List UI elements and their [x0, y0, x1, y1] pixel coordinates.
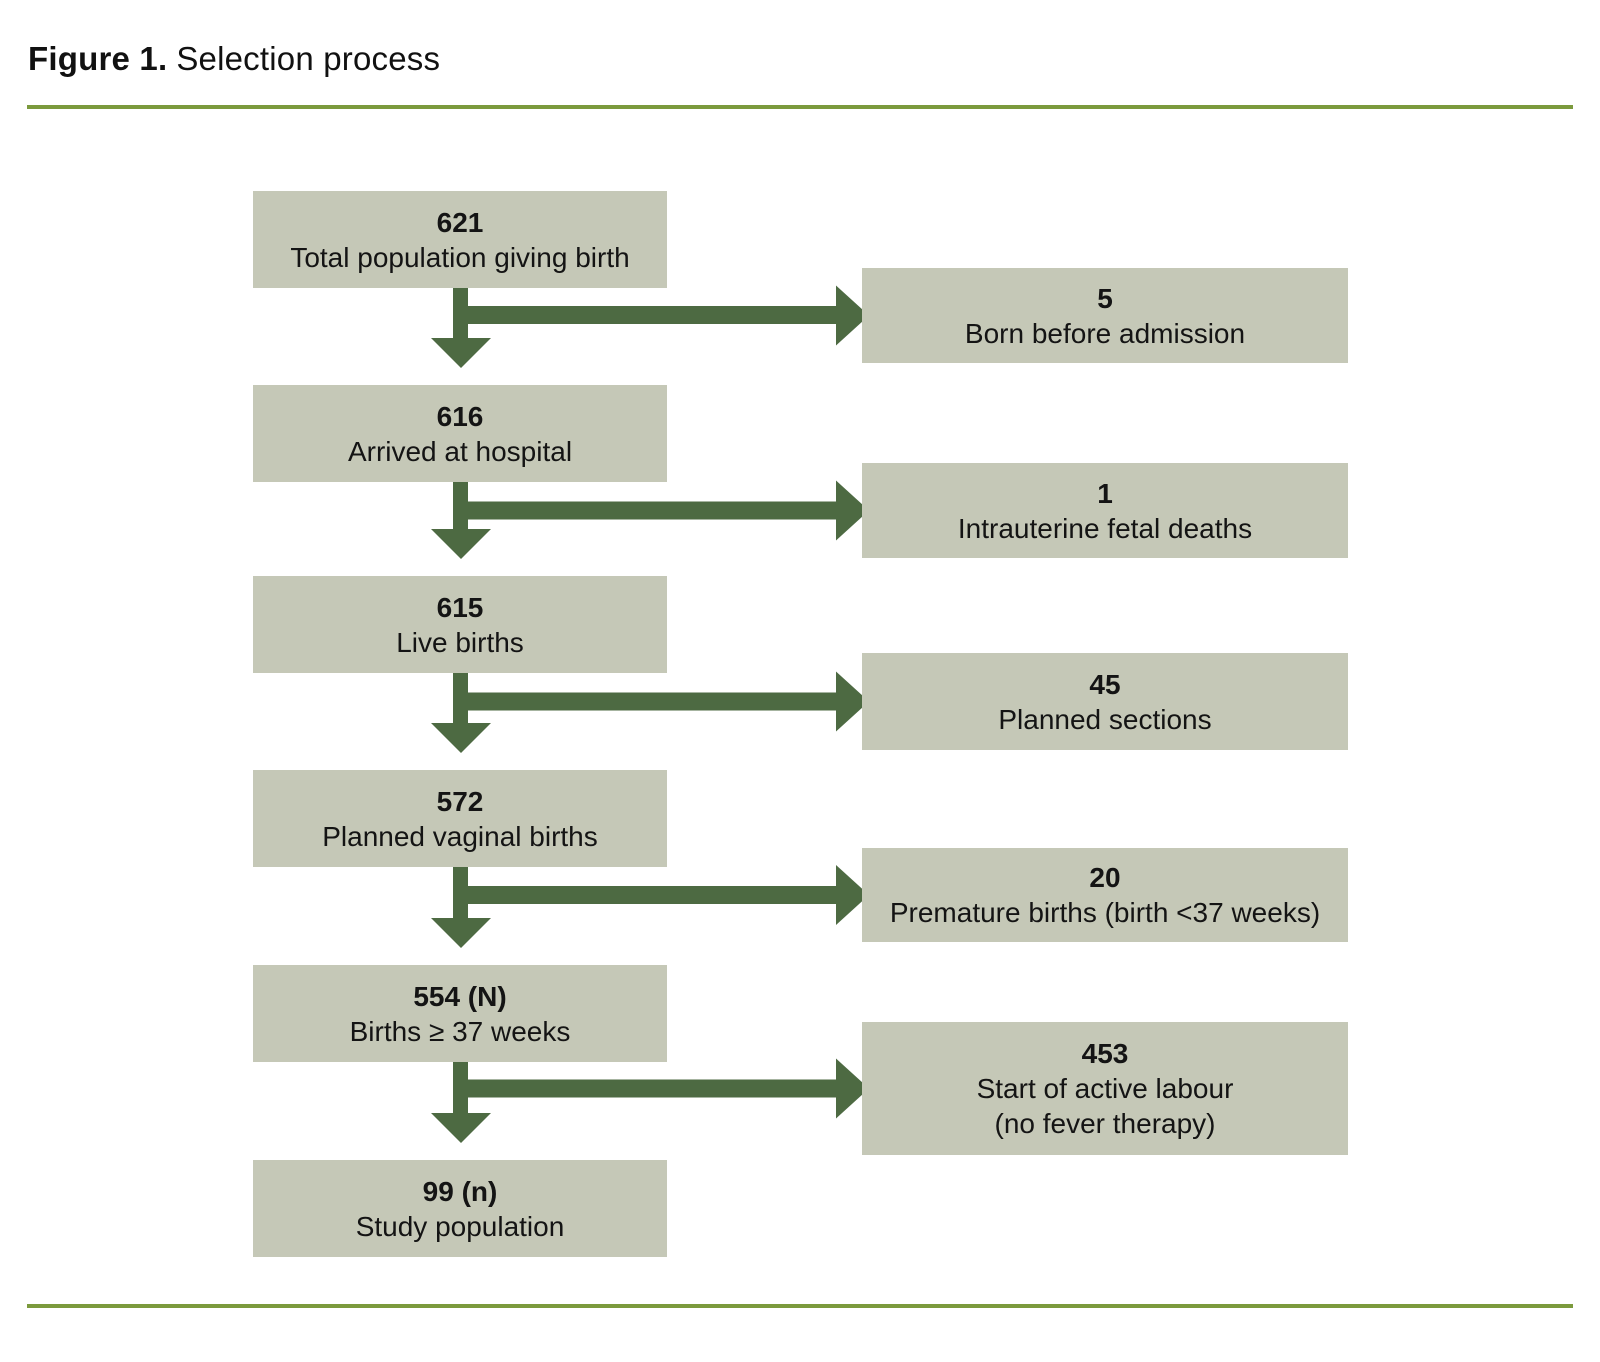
- connector-3: [431, 671, 869, 753]
- exclusion-box: 20 Premature births (birth <37 weeks): [862, 848, 1348, 942]
- flow-step-box: 616 Arrived at hospital: [253, 385, 667, 482]
- step-label: Births ≥ 37 weeks: [349, 1015, 571, 1047]
- step-value: 99 (n): [422, 1175, 498, 1207]
- exclusion-value: 45: [1089, 668, 1121, 700]
- connector-4: [431, 865, 869, 948]
- exclusion-label: Intrauterine fetal deaths: [957, 512, 1253, 544]
- exclusion-label: Born before admission: [964, 317, 1246, 349]
- connector-1: [431, 285, 869, 368]
- exclusion-label: Start of active labour: [976, 1073, 1234, 1104]
- exclusion-value: 453: [1081, 1038, 1129, 1069]
- step-value: 621: [436, 206, 484, 238]
- step-label: Planned vaginal births: [322, 820, 598, 852]
- step-label: Live births: [396, 626, 524, 658]
- flow-step-box: 99 (n) Study population: [253, 1160, 667, 1257]
- step-label: Study population: [355, 1210, 565, 1242]
- connector-5: [431, 1058, 869, 1143]
- exclusion-value: 20: [1089, 862, 1121, 893]
- flow-step-box: 554 (N) Births ≥ 37 weeks: [253, 965, 667, 1062]
- flow-step-box: 621 Total population giving birth: [253, 191, 667, 288]
- bottom-divider: [27, 1304, 1573, 1308]
- connector-2: [431, 480, 869, 559]
- exclusion-box: 45 Planned sections: [862, 653, 1348, 750]
- exclusion-box: 5 Born before admission: [862, 268, 1348, 363]
- exclusion-box: 453 Start of active labour (no fever the…: [862, 1022, 1348, 1155]
- figure-title: Figure 1.Selection process: [28, 40, 440, 78]
- figure-title-label: Figure 1.: [28, 40, 168, 77]
- step-label: Total population giving birth: [290, 241, 630, 273]
- exclusion-value: 5: [1097, 282, 1113, 314]
- top-divider: [27, 105, 1573, 109]
- exclusion-label: Planned sections: [998, 703, 1212, 735]
- exclusion-box: 1 Intrauterine fetal deaths: [862, 463, 1348, 558]
- flow-step-box: 615 Live births: [253, 576, 667, 673]
- step-label: Arrived at hospital: [347, 435, 573, 467]
- exclusion-label: Premature births (birth <37 weeks): [889, 897, 1321, 928]
- figure-title-text: Selection process: [176, 40, 441, 77]
- step-value: 554 (N): [413, 980, 507, 1012]
- exclusion-label-line2: (no fever therapy): [994, 1108, 1216, 1139]
- flow-step-box: 572 Planned vaginal births: [253, 770, 667, 867]
- step-value: 615: [436, 591, 484, 623]
- exclusion-value: 1: [1097, 477, 1113, 509]
- step-value: 616: [436, 400, 484, 432]
- step-value: 572: [436, 785, 484, 817]
